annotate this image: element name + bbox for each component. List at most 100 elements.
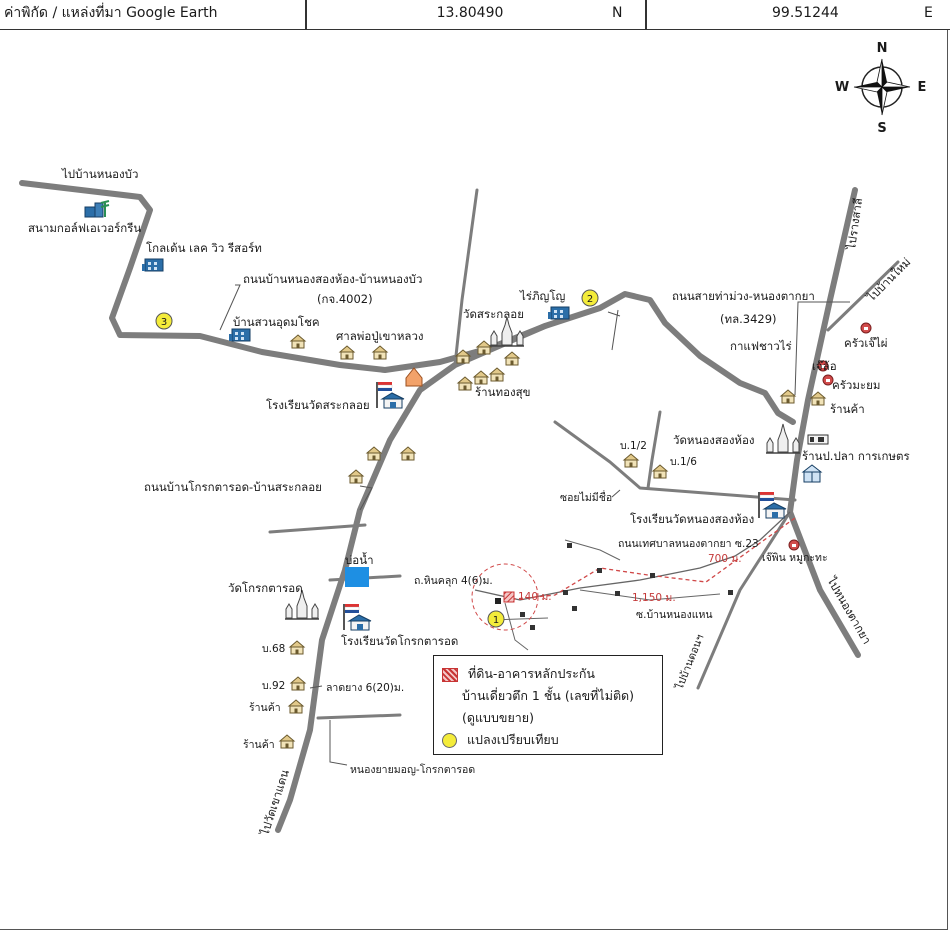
road-wat-nong-song-hong (553, 420, 797, 502)
house-icon (476, 340, 492, 355)
legend-comparable-row: แปลงเปรียบเทียบ (442, 730, 559, 750)
road-north-branch (453, 188, 479, 367)
house-icon (489, 367, 505, 382)
place-rai-phiyun: ไร่ภิญโญ (519, 289, 566, 303)
house-icon (623, 453, 639, 468)
school-nong-song-hong-icon (757, 491, 787, 519)
place-golden-lake: โกลเด้น เลค วิว รีสอร์ท (146, 241, 262, 255)
road-label-3429: ถนนสายท่าม่วง-หนองตากยา (672, 289, 815, 303)
house-icon (366, 446, 382, 461)
comparable-marker-2: 2 (581, 289, 599, 307)
road-code-3429: (ทล.3429) (720, 312, 777, 326)
shop-house-icon (279, 734, 295, 749)
svg-text:1: 1 (493, 615, 499, 626)
place-school-nong-song-hong: โรงเรียนวัดหนองสองห้อง (630, 512, 754, 526)
fish-shop-icon (801, 464, 823, 483)
road-label-soi-nong-haeo: ซ.บ้านหนองแหน (636, 609, 713, 621)
comparable-swatch (442, 733, 457, 748)
legend-subject-line1: ที่ดิน-อาคารหลักประกัน (467, 666, 595, 681)
road-label-ban-mai: ไปบ้านใหม่ (864, 255, 914, 305)
svg-text:3: 3 (161, 317, 167, 328)
house-icon (348, 469, 364, 484)
road-network (19, 180, 900, 833)
place-sala: ศาลพ่อปู่เขาหลวง (336, 329, 424, 343)
place-b-1-2: บ.1/2 (620, 440, 647, 452)
house-icon (457, 376, 473, 391)
road-label-4002: ถนนบ้านหนองสองห้อง-บ้านหนองบัว (243, 272, 422, 286)
road-label-lat-yang: ลาดยาง 6(20)ม. (326, 682, 404, 694)
coord-source-label: ค่าพิกัด / แหล่งที่มา Google Earth (4, 5, 218, 21)
legend-comparable: แปลงเปรียบเทียบ (466, 732, 559, 747)
place-jia-lo: เจ๊ล้อ (812, 359, 837, 373)
road-label-rang-sala: ไปรางสาลี (844, 197, 865, 251)
place-wat-nong-song-hong: วัดหนองสองห้อง (673, 433, 755, 447)
house-icon (289, 640, 305, 655)
pond-rect (345, 567, 369, 587)
compass-s: S (877, 121, 886, 136)
ban-suan-building-icon (228, 328, 251, 342)
road-label-no-name-alley: ซอยไม่มีชื่อ (560, 490, 612, 504)
house-icon (339, 345, 355, 360)
road-west-spur (268, 523, 367, 534)
place-krua-jeh: ครัวเจ๊ไผ่ (844, 336, 888, 350)
longitude-direction: E (924, 5, 933, 21)
store-icon (807, 434, 829, 445)
place-jia-phin: เจ๊พิน หมูกะทะ (762, 551, 828, 564)
place-pond: บ่อน้ำ (345, 552, 374, 567)
distance-lines (471, 517, 796, 631)
subject-swatch (442, 667, 458, 682)
place-golf: สนามกอล์ฟเอเวอร์กรีน (28, 221, 141, 235)
cafe-house-icon (780, 389, 796, 404)
header-divider (305, 0, 307, 30)
place-shop-a: ร้านค้า (249, 702, 281, 714)
map-legend: ที่ดิน-อาคารหลักประกัน บ้านเดี่ยวตึก 1 ช… (433, 655, 663, 755)
road-ban-don (696, 510, 792, 690)
golf-icon (84, 200, 110, 218)
road-ban-mai (826, 260, 900, 332)
house-icon (400, 446, 416, 461)
subject-radius-circle (471, 563, 539, 631)
wat-sa-kloi-temple-icon (489, 316, 525, 347)
road-label-to-nong-bua: ไปบ้านหนองบัว (61, 167, 138, 181)
road-alley-1 (646, 410, 662, 490)
place-school-krok: โรงเรียนวัดโกรกตารอด (341, 634, 458, 648)
road-label-nong-yai: หนองยายมอญ-โกรกตารอด (350, 763, 475, 776)
house-icon (504, 351, 520, 366)
road-shop-spur (316, 713, 402, 720)
road-label-krok: ถนนบ้านโกรกตารอด-บ้านสระกลอย (144, 480, 322, 494)
road-label-hin-khluk: ถ.หินคลุก 4(6)ม. (414, 575, 493, 587)
coordinate-header: ค่าพิกัด / แหล่งที่มา Google Earth 13.80… (0, 0, 950, 30)
house-icon (652, 464, 668, 479)
house-icon (290, 676, 306, 691)
school-sa-kloi-icon (375, 381, 405, 409)
header-divider (645, 0, 647, 30)
place-school-sa-kloi: โรงเรียนวัดสระกลอย (266, 398, 370, 412)
shop-house-icon (810, 391, 826, 406)
place-shop-b: ร้านค้า (243, 739, 275, 751)
compass-w: W (835, 80, 849, 95)
place-ran-thong-suk: ร้านทองสุข (475, 385, 530, 399)
place-cafe: กาแฟชาวไร่ (730, 339, 792, 353)
latitude-direction: N (612, 5, 623, 21)
house-icon (290, 334, 306, 349)
shrine-icon (405, 367, 423, 387)
map-frame (0, 30, 948, 930)
legend-subject-row: ที่ดิน-อาคารหลักประกัน (442, 664, 595, 684)
distance-700: 700 ม. (708, 553, 742, 565)
rai-phiyun-building-icon (547, 306, 570, 320)
latitude-value: 13.80490 (436, 5, 504, 21)
comparable-marker-3: 3 (155, 312, 173, 330)
road-krok (275, 323, 548, 833)
comparable-marker-1: 1 (487, 610, 505, 628)
place-krua-ma-yom: ครัวมะยม (832, 378, 880, 392)
shop-house-icon (288, 699, 304, 714)
compass-n: N (877, 41, 888, 56)
distance-1150: 1,150 ม. (632, 592, 676, 604)
legend-subject-line2: บ้านเดี่ยวตึก 1 ชั้น (เลขที่ไม่ติด) (462, 688, 635, 703)
resort-building-icon (141, 258, 164, 272)
place-b-1-6: บ.1/6 (670, 456, 697, 468)
subject-plot (503, 591, 515, 603)
wat-nong-song-hong-temple-icon (765, 423, 801, 454)
road-code-4002: (กจ.4002) (317, 292, 373, 306)
